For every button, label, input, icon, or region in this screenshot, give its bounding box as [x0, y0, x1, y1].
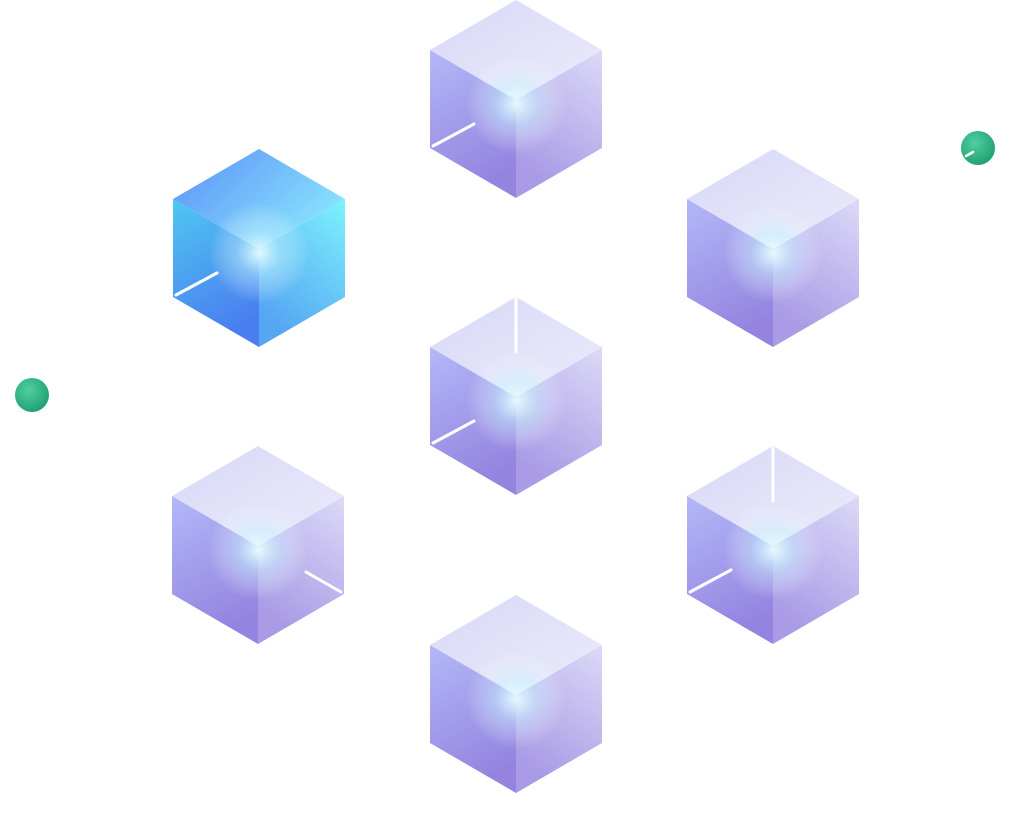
cube-top-face	[430, 0, 602, 100]
cube-lower-right	[687, 446, 859, 644]
green-sphere-icon	[961, 131, 995, 165]
sphere-highlight	[964, 150, 975, 158]
cube-glow	[723, 203, 823, 303]
cube-top-face	[172, 446, 344, 546]
cube-glow	[466, 351, 566, 451]
cube-glow	[209, 203, 309, 303]
cube-edge-highlight	[304, 570, 343, 594]
cube-edge-highlight	[688, 568, 733, 594]
cube-glow	[723, 500, 823, 600]
cube-upper-left	[173, 149, 345, 347]
green-sphere-icon	[15, 378, 49, 412]
dots-layer	[15, 131, 995, 412]
cube-top	[430, 0, 602, 198]
cube-top-face	[173, 149, 345, 249]
cube-edge-highlight	[431, 122, 476, 148]
cube-edge-highlight	[174, 271, 219, 297]
cube-glow	[466, 54, 566, 154]
cube-glow	[208, 500, 308, 600]
cube-top-face	[687, 149, 859, 249]
cube-glow	[466, 649, 566, 749]
cubes-layer	[172, 0, 859, 793]
cube-top-face	[430, 595, 602, 695]
cube-upper-right	[687, 149, 859, 347]
cube-lower-left	[172, 446, 344, 644]
cube-bottom	[430, 595, 602, 793]
cube-edge-highlight	[431, 419, 476, 445]
cube-center	[430, 297, 602, 495]
